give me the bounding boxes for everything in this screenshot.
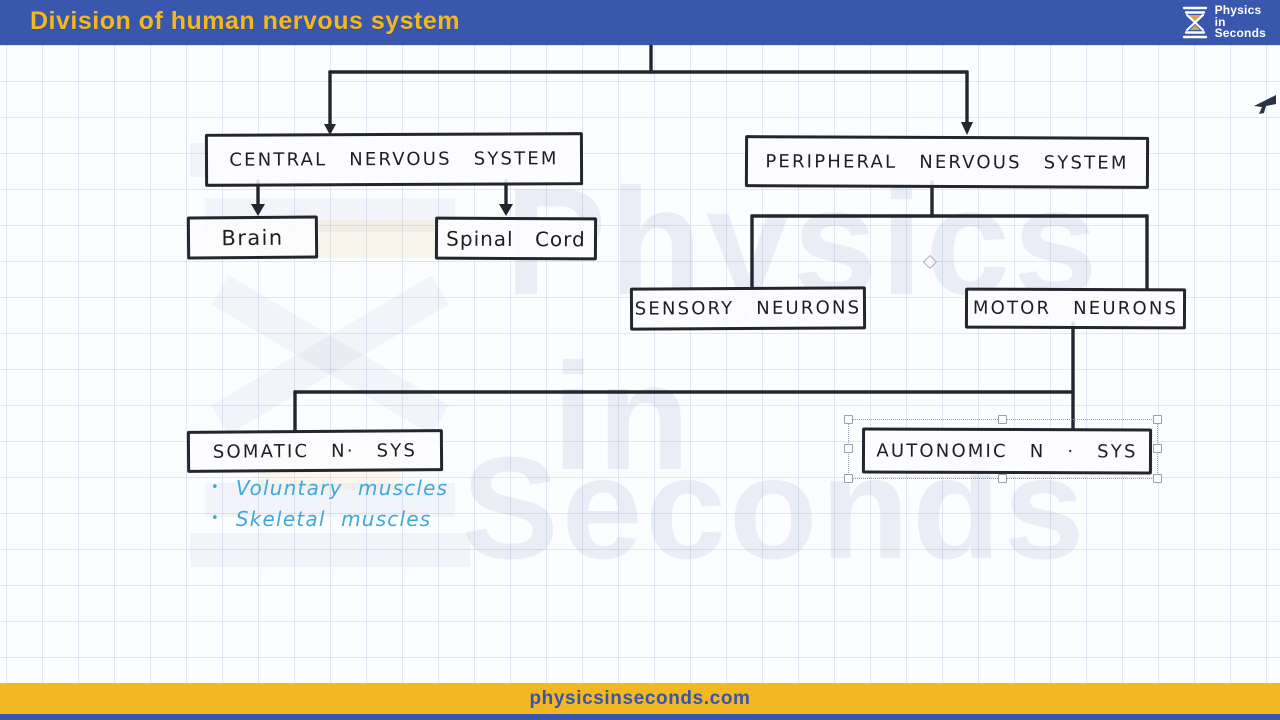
selection-handle-n[interactable] xyxy=(998,415,1007,424)
selection-handle-se[interactable] xyxy=(1153,474,1162,483)
selection-handle-nw[interactable] xyxy=(844,415,853,424)
brand-line-1: Physics xyxy=(1214,3,1262,18)
hourglass-icon xyxy=(1182,6,1207,39)
node-peripheral-nervous-system[interactable]: PERIPHERAL NERVOUS SYSTEM xyxy=(744,135,1150,189)
somatic-notes: Voluntary muscles Skeletal muscles xyxy=(205,472,448,534)
selection-handle-ne[interactable] xyxy=(1153,415,1162,424)
page-title: Division of human nervous system xyxy=(30,7,460,35)
selection-handle-sw[interactable] xyxy=(844,474,853,483)
node-brain[interactable]: Brain xyxy=(186,215,319,260)
note-voluntary-muscles: Voluntary muscles xyxy=(205,472,448,503)
selection-handle-e[interactable] xyxy=(1153,444,1162,453)
node-sensory-neurons[interactable]: SENSORY NEURONS xyxy=(629,286,867,331)
selection-box[interactable] xyxy=(844,415,1162,483)
brand-logo: Physics in Seconds xyxy=(1182,5,1266,40)
brand-name: Physics in Seconds xyxy=(1215,5,1266,40)
brand-line-3: Seconds xyxy=(1214,26,1266,41)
node-spinal-cord[interactable]: Spinal Cord xyxy=(434,216,598,261)
mouse-cursor-icon xyxy=(1254,95,1276,114)
note-skeletal-muscles: Skeletal muscles xyxy=(205,503,448,534)
node-motor-neurons[interactable]: MOTOR NEURONS xyxy=(964,287,1187,330)
footer-url: physicsinseconds.com xyxy=(529,687,751,709)
brand-line-2: in xyxy=(1214,14,1226,29)
selection-handle-w[interactable] xyxy=(844,444,853,453)
header-bar xyxy=(0,0,1280,45)
footer-blue-strip xyxy=(0,714,1280,720)
node-central-nervous-system[interactable]: CENTRAL NERVOUS SYSTEM xyxy=(204,132,584,187)
selection-handle-s[interactable] xyxy=(998,474,1007,483)
node-somatic-nervous-system[interactable]: SOMATIC N· SYS xyxy=(186,429,444,473)
watermark-in: in xyxy=(552,332,694,502)
footer-bar: physicsinseconds.com xyxy=(0,683,1280,714)
